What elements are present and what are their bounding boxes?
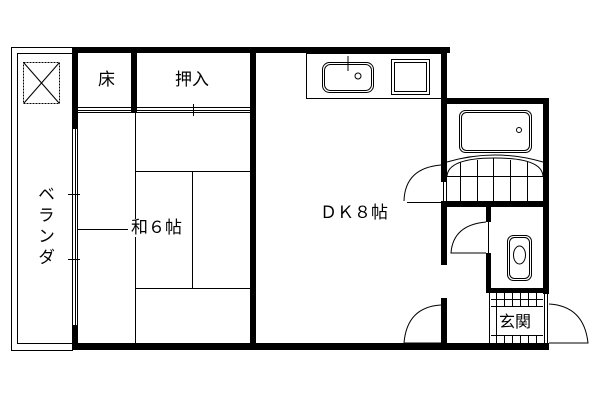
room-label-oshiire: 押入 [175,70,209,90]
room-label-veranda: ベランダ [34,185,54,269]
bath-door-swing [403,164,442,202]
ac-unit-icon [23,62,60,104]
walls [72,47,549,350]
toilet-icon [507,235,532,281]
entrance-door-swing [548,303,589,344]
toilet [450,221,532,281]
bathtub-icon [459,110,532,153]
room-label-washitsu: 和６帖 [131,218,182,238]
bath-floor-tiles [447,158,543,201]
genkan-tiles [489,293,543,343]
room-label-dk: ＤＫ８帖 [320,203,388,223]
oshiire-doors [78,104,250,116]
room-label-genkan: 玄関 [499,312,532,331]
inner-door-swing [403,304,442,344]
kitchen-counter [306,53,442,99]
stove-icon [391,59,430,95]
genkan [403,293,589,344]
window-west [68,129,80,325]
toilet-door-swing [450,221,487,254]
bathroom [403,110,544,202]
room-label-toko: 床 [98,70,115,90]
